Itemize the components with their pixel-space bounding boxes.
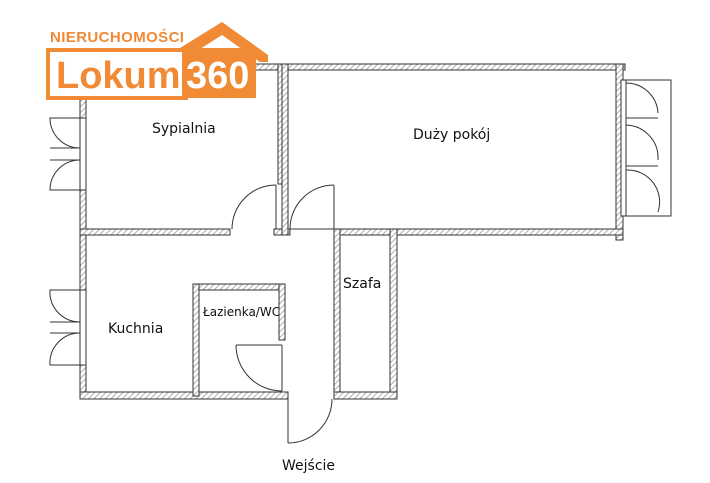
room-label-kitchen: Kuchnia	[108, 321, 163, 337]
door-living	[289, 184, 335, 230]
door-bathroom	[235, 344, 283, 392]
walls	[79, 63, 626, 400]
logo-top-text: NIERUCHOMOŚCI	[50, 28, 184, 46]
room-label-bathroom: Łazienka/WC	[202, 305, 280, 319]
wall-bottom-right	[333, 391, 398, 400]
brand-logo: NIERUCHOMOŚCI Lokum 360	[46, 22, 268, 100]
window-bedroom	[79, 117, 87, 191]
window-kitchen	[79, 289, 87, 366]
wall-bedroom-living-low	[281, 63, 289, 236]
wall-living-bottom	[391, 228, 624, 236]
wall-bath-top	[192, 283, 286, 291]
room-label-bedroom: Sypialnia	[152, 121, 216, 137]
room-label-entrance: Wejście	[282, 458, 335, 474]
door-bedroom	[231, 184, 277, 230]
wall-bath-left	[192, 283, 200, 397]
logo-number-text: 360	[186, 55, 249, 97]
logo-box	[46, 48, 188, 100]
room-label-wardrobe: Szafa	[343, 276, 381, 292]
doors	[231, 184, 335, 444]
logo-360-box	[182, 48, 256, 98]
window-living	[620, 79, 672, 217]
wall-wardrobe-left	[333, 228, 341, 400]
room-label-living-room: Duży pokój	[413, 127, 490, 143]
wall-middle-left	[79, 228, 231, 236]
windows	[49, 79, 672, 366]
door-entrance	[287, 398, 333, 444]
wall-wardrobe-right	[389, 228, 398, 400]
logo-main-text: Lokum	[56, 55, 181, 97]
wall-bath-right	[278, 283, 286, 341]
wall-bottom-left	[79, 391, 289, 400]
